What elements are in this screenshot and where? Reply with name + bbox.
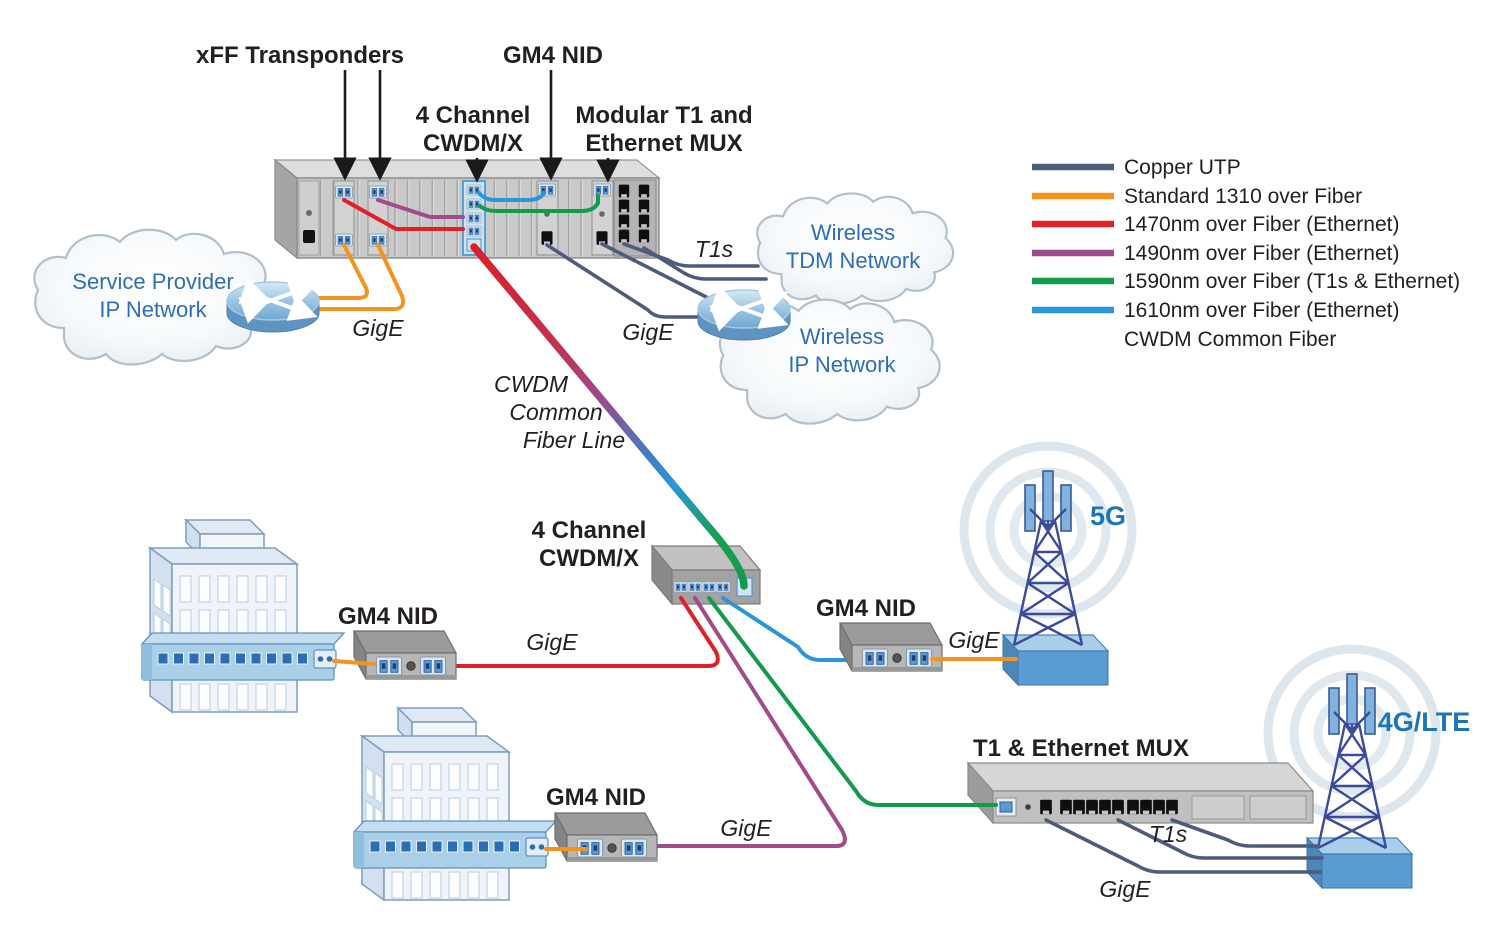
label-cwdm-common-2: Common — [509, 399, 602, 425]
router-service-provider — [227, 282, 319, 332]
cloud-wireless-ip-network: Wireless IP Network — [718, 298, 941, 425]
link-1470-internal — [342, 198, 465, 231]
label-cwdm-remote-2: CWDM/X — [539, 545, 639, 572]
building-2 — [353, 707, 557, 901]
mux-blank-plate-2 — [1249, 795, 1307, 820]
link-copper-mux-gige — [1044, 818, 1322, 874]
link-1310-building1 — [332, 659, 376, 666]
label-gige-wireless-ip: GigE — [622, 319, 674, 345]
label-gige-nid2: GigE — [720, 815, 772, 841]
link-cwdm-common-fiber — [470, 243, 748, 590]
mux-blank-plate-1 — [1191, 795, 1245, 820]
label-t1s-top: T1s — [695, 236, 734, 262]
building-1 — [141, 519, 345, 713]
link-copper-gige-router — [545, 243, 704, 319]
legend-label-1490: 1490nm over Fiber (Ethernet) — [1124, 242, 1399, 265]
gm4-nid-3 — [840, 623, 942, 671]
legend-label-1310: Standard 1310 over Fiber — [1124, 185, 1362, 208]
tower-5g: 5G — [964, 446, 1132, 686]
legend-label-1470: 1470nm over Fiber (Ethernet) — [1124, 213, 1399, 236]
label-t1s-mux: T1s — [1149, 821, 1188, 847]
router-wireless-ip — [698, 290, 790, 340]
label-5g: 5G — [1090, 501, 1126, 531]
link-copper-router-top — [600, 242, 718, 304]
cloud-label-tdm-line1: Wireless — [811, 220, 895, 245]
legend-label-1610: 1610nm over Fiber (Ethernet) — [1124, 299, 1399, 322]
link-copper-mux-t1s-2 — [1170, 818, 1320, 848]
cloud-label-service-provider-line1: Service Provider — [72, 269, 233, 294]
legend-label-copper: Copper UTP — [1124, 156, 1241, 179]
label-cwdm-remote-1: 4 Channel — [532, 517, 647, 544]
link-copper-t1s-1 — [622, 242, 760, 268]
gm4-nid-2 — [555, 813, 657, 861]
link-1490-to-nid2 — [636, 596, 847, 848]
callout-xff-transponders: xFF Transponders — [196, 42, 404, 69]
tower-4g-lte: 4G/LTE — [1268, 649, 1471, 889]
label-gm4-nid-3: GM4 NID — [816, 595, 916, 622]
link-1310-sp-1 — [304, 243, 369, 300]
link-1310-sp-2 — [304, 243, 405, 311]
cloud-wireless-tdm-network: Wireless TDM Network — [756, 192, 955, 305]
label-t1-ethernet-mux: T1 & Ethernet MUX — [973, 735, 1189, 762]
controller-card — [298, 180, 320, 256]
callout-cwdm-line1: 4 Channel — [416, 102, 531, 129]
label-gige-mux: GigE — [1099, 876, 1151, 902]
link-1610-to-nid3 — [721, 596, 864, 662]
label-gige-nid1: GigE — [526, 629, 578, 655]
t1-ethernet-mux — [966, 761, 1315, 825]
label-gige-nid3: GigE — [948, 627, 1000, 653]
label-gm4-nid-2: GM4 NID — [546, 784, 646, 811]
callout-gm4-nid: GM4 NID — [503, 42, 603, 69]
callout-cwdm-line2: CWDM/X — [423, 130, 523, 157]
link-1590-to-mux — [707, 596, 998, 807]
legend: Copper UTP Standard 1310 over Fiber 1470… — [1032, 156, 1460, 351]
cloud-label-tdm-line2: TDM Network — [786, 248, 921, 273]
mux-rj45-ports — [1040, 799, 1178, 815]
label-gm4-nid-1: GM4 NID — [338, 603, 438, 630]
callout-mux-line1: Modular T1 and — [575, 102, 752, 129]
link-1590-internal — [478, 194, 600, 213]
cloud-label-service-provider-line2: IP Network — [99, 297, 207, 322]
label-4g-lte: 4G/LTE — [1378, 707, 1471, 737]
callout-arrows — [333, 70, 620, 183]
cloud-label-ip-line2: IP Network — [788, 352, 896, 377]
gm4-nid-1 — [354, 631, 456, 679]
link-1610-internal — [477, 191, 546, 202]
link-copper-mux-t1s-1 — [1116, 818, 1324, 860]
label-gige-sp: GigE — [352, 315, 404, 341]
callout-mux-line2: Ethernet MUX — [585, 130, 742, 157]
label-cwdm-common-1: CWDM — [494, 371, 569, 397]
label-cwdm-common-3: Fiber Line — [523, 427, 625, 453]
legend-label-1590: 1590nm over Fiber (T1s & Ethernet) — [1124, 270, 1460, 293]
link-1490-internal — [376, 198, 465, 219]
link-1470-to-nid1 — [444, 596, 720, 668]
cloud-service-provider-ip-network: Service Provider IP Network — [33, 228, 275, 366]
legend-label-cwdm-common: CWDM Common Fiber — [1124, 328, 1336, 351]
link-copper-t1s-2 — [642, 246, 768, 281]
cloud-label-ip-line1: Wireless — [800, 324, 884, 349]
